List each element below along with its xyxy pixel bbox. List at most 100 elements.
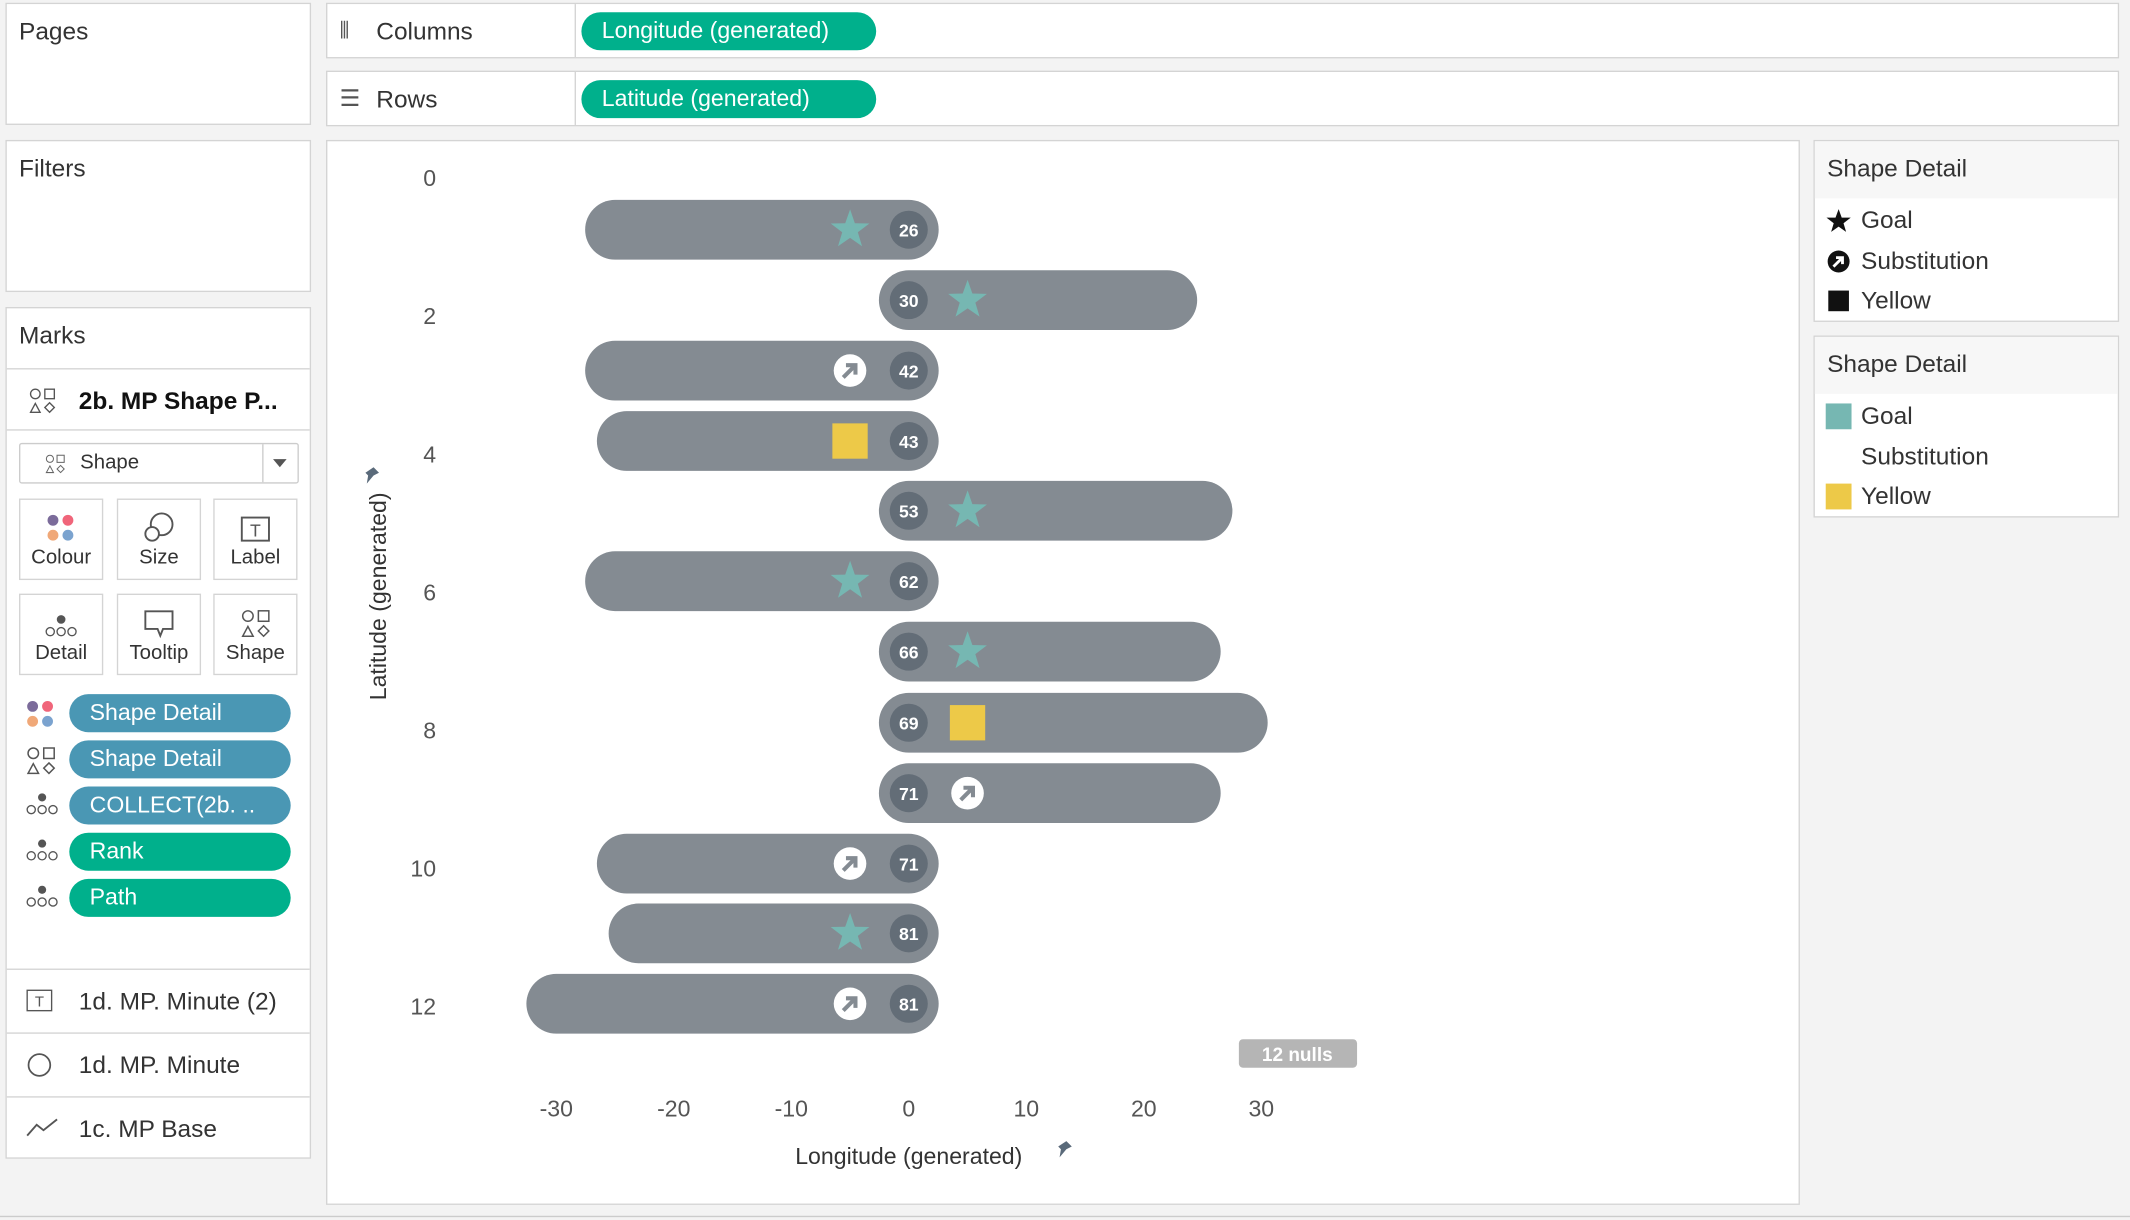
event-mark: 53 bbox=[878, 480, 1233, 541]
minute-badge bbox=[889, 984, 928, 1023]
event-mark: 81 bbox=[526, 973, 939, 1034]
longitude-pill[interactable]: Longitude (generated) bbox=[581, 12, 877, 51]
colour-label: Colour bbox=[31, 546, 92, 570]
event-bar bbox=[878, 480, 1233, 541]
marks-layer-header[interactable]: 2b. MP Shape P... bbox=[6, 368, 310, 431]
x-tick-label: 0 bbox=[902, 1096, 915, 1122]
goal-star-icon bbox=[830, 560, 870, 598]
event-bar bbox=[878, 621, 1221, 682]
marks-layer-minute[interactable]: 1d. MP. Minute bbox=[6, 1032, 310, 1094]
yellow-swatch bbox=[1825, 483, 1852, 510]
tooltip-icon bbox=[144, 610, 174, 639]
x-tick-label: 30 bbox=[1248, 1096, 1274, 1122]
y-tick-label: 8 bbox=[423, 717, 436, 743]
event-bar bbox=[585, 551, 939, 612]
minute-label: 42 bbox=[899, 361, 919, 381]
mark-type-value: Shape bbox=[80, 450, 140, 475]
pin-icon bbox=[1058, 1141, 1072, 1158]
layer-label: 1d. MP. Minute (2) bbox=[78, 987, 277, 1015]
columns-shelf[interactable]: ⫴ Columns Longitude (generated) bbox=[326, 2, 2120, 59]
shape-button[interactable]: Shape bbox=[213, 593, 298, 676]
marks-title: Marks bbox=[19, 321, 86, 350]
mark-field-pill[interactable]: Path bbox=[69, 878, 291, 917]
tooltip-button[interactable]: Tooltip bbox=[116, 593, 202, 676]
colour-legend: Shape Detail Goal Substitution Yellow bbox=[1813, 335, 2120, 518]
tooltip-label: Tooltip bbox=[129, 641, 189, 665]
substitution-icon bbox=[1827, 250, 1850, 273]
event-bar bbox=[878, 763, 1221, 824]
goal-star-icon bbox=[948, 490, 987, 528]
event-bar bbox=[596, 411, 939, 471]
minute-badge bbox=[889, 703, 928, 742]
minute-label: 53 bbox=[899, 502, 919, 522]
detail-icon bbox=[45, 615, 77, 637]
event-mark: 43 bbox=[596, 411, 939, 471]
colour-legend-title: Shape Detail bbox=[1814, 336, 2118, 394]
minute-label: 81 bbox=[899, 995, 919, 1015]
pages-shelf[interactable]: Pages bbox=[5, 2, 312, 125]
y-tick-label: 10 bbox=[410, 856, 436, 882]
minute-label: 26 bbox=[899, 221, 919, 241]
filters-shelf[interactable]: Filters bbox=[5, 139, 312, 293]
marks-layer-base[interactable]: 1c. MP Base bbox=[6, 1096, 310, 1158]
rows-shelf[interactable]: ☰Rows Latitude (generated) bbox=[326, 70, 2120, 127]
goal-swatch bbox=[1825, 403, 1852, 430]
mark-field-pill[interactable]: COLLECT(2b. .. bbox=[69, 786, 291, 825]
y-tick-label: 0 bbox=[423, 165, 436, 191]
size-button[interactable]: Size bbox=[116, 498, 202, 581]
substitution-arrow bbox=[959, 785, 976, 802]
mark-field-pill[interactable]: Shape Detail bbox=[69, 694, 291, 733]
x-tick-label: 20 bbox=[1131, 1096, 1157, 1122]
rows-icon: ☰ bbox=[339, 85, 361, 112]
layer-label: 1d. MP. Minute bbox=[78, 1051, 241, 1079]
svg-text:T: T bbox=[35, 994, 44, 1011]
substitution-swatch bbox=[1825, 444, 1852, 471]
x-tick-label: 10 bbox=[1013, 1096, 1039, 1122]
shape-legend: Shape Detail Goal Substitution Yellow bbox=[1813, 139, 2120, 322]
label-button[interactable]: T Label bbox=[213, 498, 298, 581]
mark-field-pill[interactable]: Shape Detail bbox=[69, 740, 291, 779]
y-tick-label: 6 bbox=[423, 579, 436, 605]
detail-icon bbox=[26, 838, 59, 869]
minute-badge bbox=[889, 281, 928, 320]
columns-icon: ⫴ bbox=[339, 17, 350, 44]
pages-title: Pages bbox=[19, 17, 89, 45]
minute-label: 71 bbox=[899, 784, 919, 804]
x-tick-label: -20 bbox=[657, 1096, 690, 1122]
event-bar bbox=[585, 199, 939, 260]
detail-label: Detail bbox=[35, 641, 88, 665]
nulls-label[interactable]: 12 nulls bbox=[1262, 1045, 1333, 1066]
goal-star-icon bbox=[830, 209, 870, 247]
minute-badge bbox=[889, 210, 928, 249]
chevron-down-icon[interactable] bbox=[273, 459, 287, 468]
minute-label: 62 bbox=[899, 572, 919, 592]
marks-card: Marks 2b. MP Shape P... Shape Colour Siz… bbox=[5, 307, 312, 1159]
minute-label: 30 bbox=[899, 291, 919, 311]
x-axis-title: Longitude (generated) bbox=[795, 1143, 1022, 1169]
marks-layer-minute-2[interactable]: T 1d. MP. Minute (2) bbox=[6, 968, 310, 1031]
colour-button[interactable]: Colour bbox=[19, 498, 104, 581]
y-axis-title: Latitude (generated) bbox=[365, 492, 391, 700]
event-mark: 81 bbox=[608, 903, 939, 964]
circle-icon bbox=[27, 1053, 52, 1077]
event-bar bbox=[526, 973, 939, 1034]
columns-label: Columns bbox=[376, 17, 473, 45]
minute-badge bbox=[889, 351, 928, 390]
event-bar bbox=[608, 903, 939, 964]
minute-badge bbox=[889, 914, 928, 953]
nulls-indicator bbox=[1238, 1039, 1358, 1068]
line-icon bbox=[26, 1118, 58, 1137]
minute-label: 69 bbox=[899, 714, 919, 734]
event-mark: 71 bbox=[596, 833, 939, 894]
substitution-arrow bbox=[841, 856, 858, 872]
mark-field-pill[interactable]: Rank bbox=[69, 832, 291, 871]
latitude-pill[interactable]: Latitude (generated) bbox=[581, 80, 877, 119]
detail-button[interactable]: Detail bbox=[19, 593, 104, 676]
shape-icon bbox=[26, 746, 56, 783]
event-mark: 30 bbox=[878, 270, 1198, 331]
minute-badge bbox=[889, 562, 928, 601]
label-label: Label bbox=[230, 546, 281, 570]
mark-type-dropdown[interactable]: Shape bbox=[19, 442, 299, 484]
text-label-icon: T bbox=[240, 516, 270, 542]
